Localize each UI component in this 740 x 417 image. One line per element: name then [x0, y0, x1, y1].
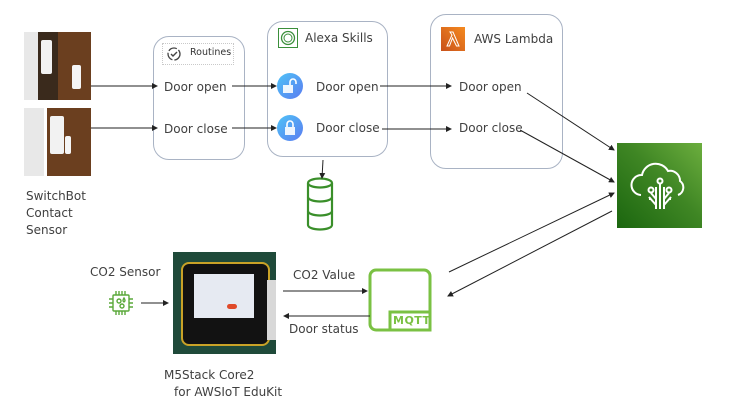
alexa-skills-box: Alexa Skills Door open Door close — [267, 21, 388, 157]
routines-box: Routines Door open Door close — [153, 36, 245, 160]
unlock-icon — [277, 73, 303, 103]
door-status-label: Door status — [289, 322, 359, 336]
iot-core-icon — [629, 157, 689, 219]
iot-core-tile — [617, 143, 702, 228]
lambda-icon — [441, 27, 465, 55]
co2-sensor-label: CO2 Sensor — [90, 265, 161, 279]
arrow-lambda-open-to-iot — [526, 92, 615, 151]
routines-header: Routines — [162, 43, 234, 65]
co2-sensor-icon — [108, 290, 134, 320]
arrow-lambda-close-to-iot — [519, 129, 615, 183]
routines-title: Routines — [190, 47, 232, 58]
lock-icon — [277, 115, 303, 145]
sensor-label: SwitchBot Contact Sensor — [26, 188, 86, 239]
arrow-mqtt-to-iot — [448, 192, 615, 273]
sensor-photo-close — [24, 108, 91, 176]
alexa-item-door-close: Door close — [316, 121, 380, 135]
aws-lambda-box: AWS Lambda Door open Door close — [430, 14, 563, 169]
alexa-icon — [278, 28, 298, 52]
routines-item-door-open: Door open — [164, 80, 227, 94]
routines-icon — [166, 46, 182, 66]
sensor-label-line: Contact — [26, 206, 73, 220]
co2-value-label: CO2 Value — [293, 268, 356, 282]
alexa-item-door-open: Door open — [316, 80, 379, 94]
m5stack-photo — [173, 252, 276, 354]
lambda-item-door-open: Door open — [459, 80, 522, 94]
arrow-iot-to-mqtt — [447, 210, 613, 297]
device-label-line: for AWSIoT EduKit — [174, 385, 283, 399]
sensor-label-line: SwitchBot — [26, 189, 86, 203]
lambda-item-door-close: Door close — [459, 121, 523, 135]
mqtt-label: MQTT — [393, 314, 431, 327]
mqtt-icon — [368, 268, 432, 336]
routines-item-door-close: Door close — [164, 122, 228, 136]
arrow-alexa-to-db — [319, 159, 326, 179]
aws-lambda-title: AWS Lambda — [474, 32, 554, 46]
device-label: M5Stack Core2 for AWSIoT EduKit — [164, 367, 282, 401]
sensor-photo-open — [24, 32, 91, 100]
sensor-label-line: Sensor — [26, 223, 68, 237]
device-label-line: M5Stack Core2 — [164, 368, 255, 382]
alexa-skills-title: Alexa Skills — [305, 31, 373, 45]
